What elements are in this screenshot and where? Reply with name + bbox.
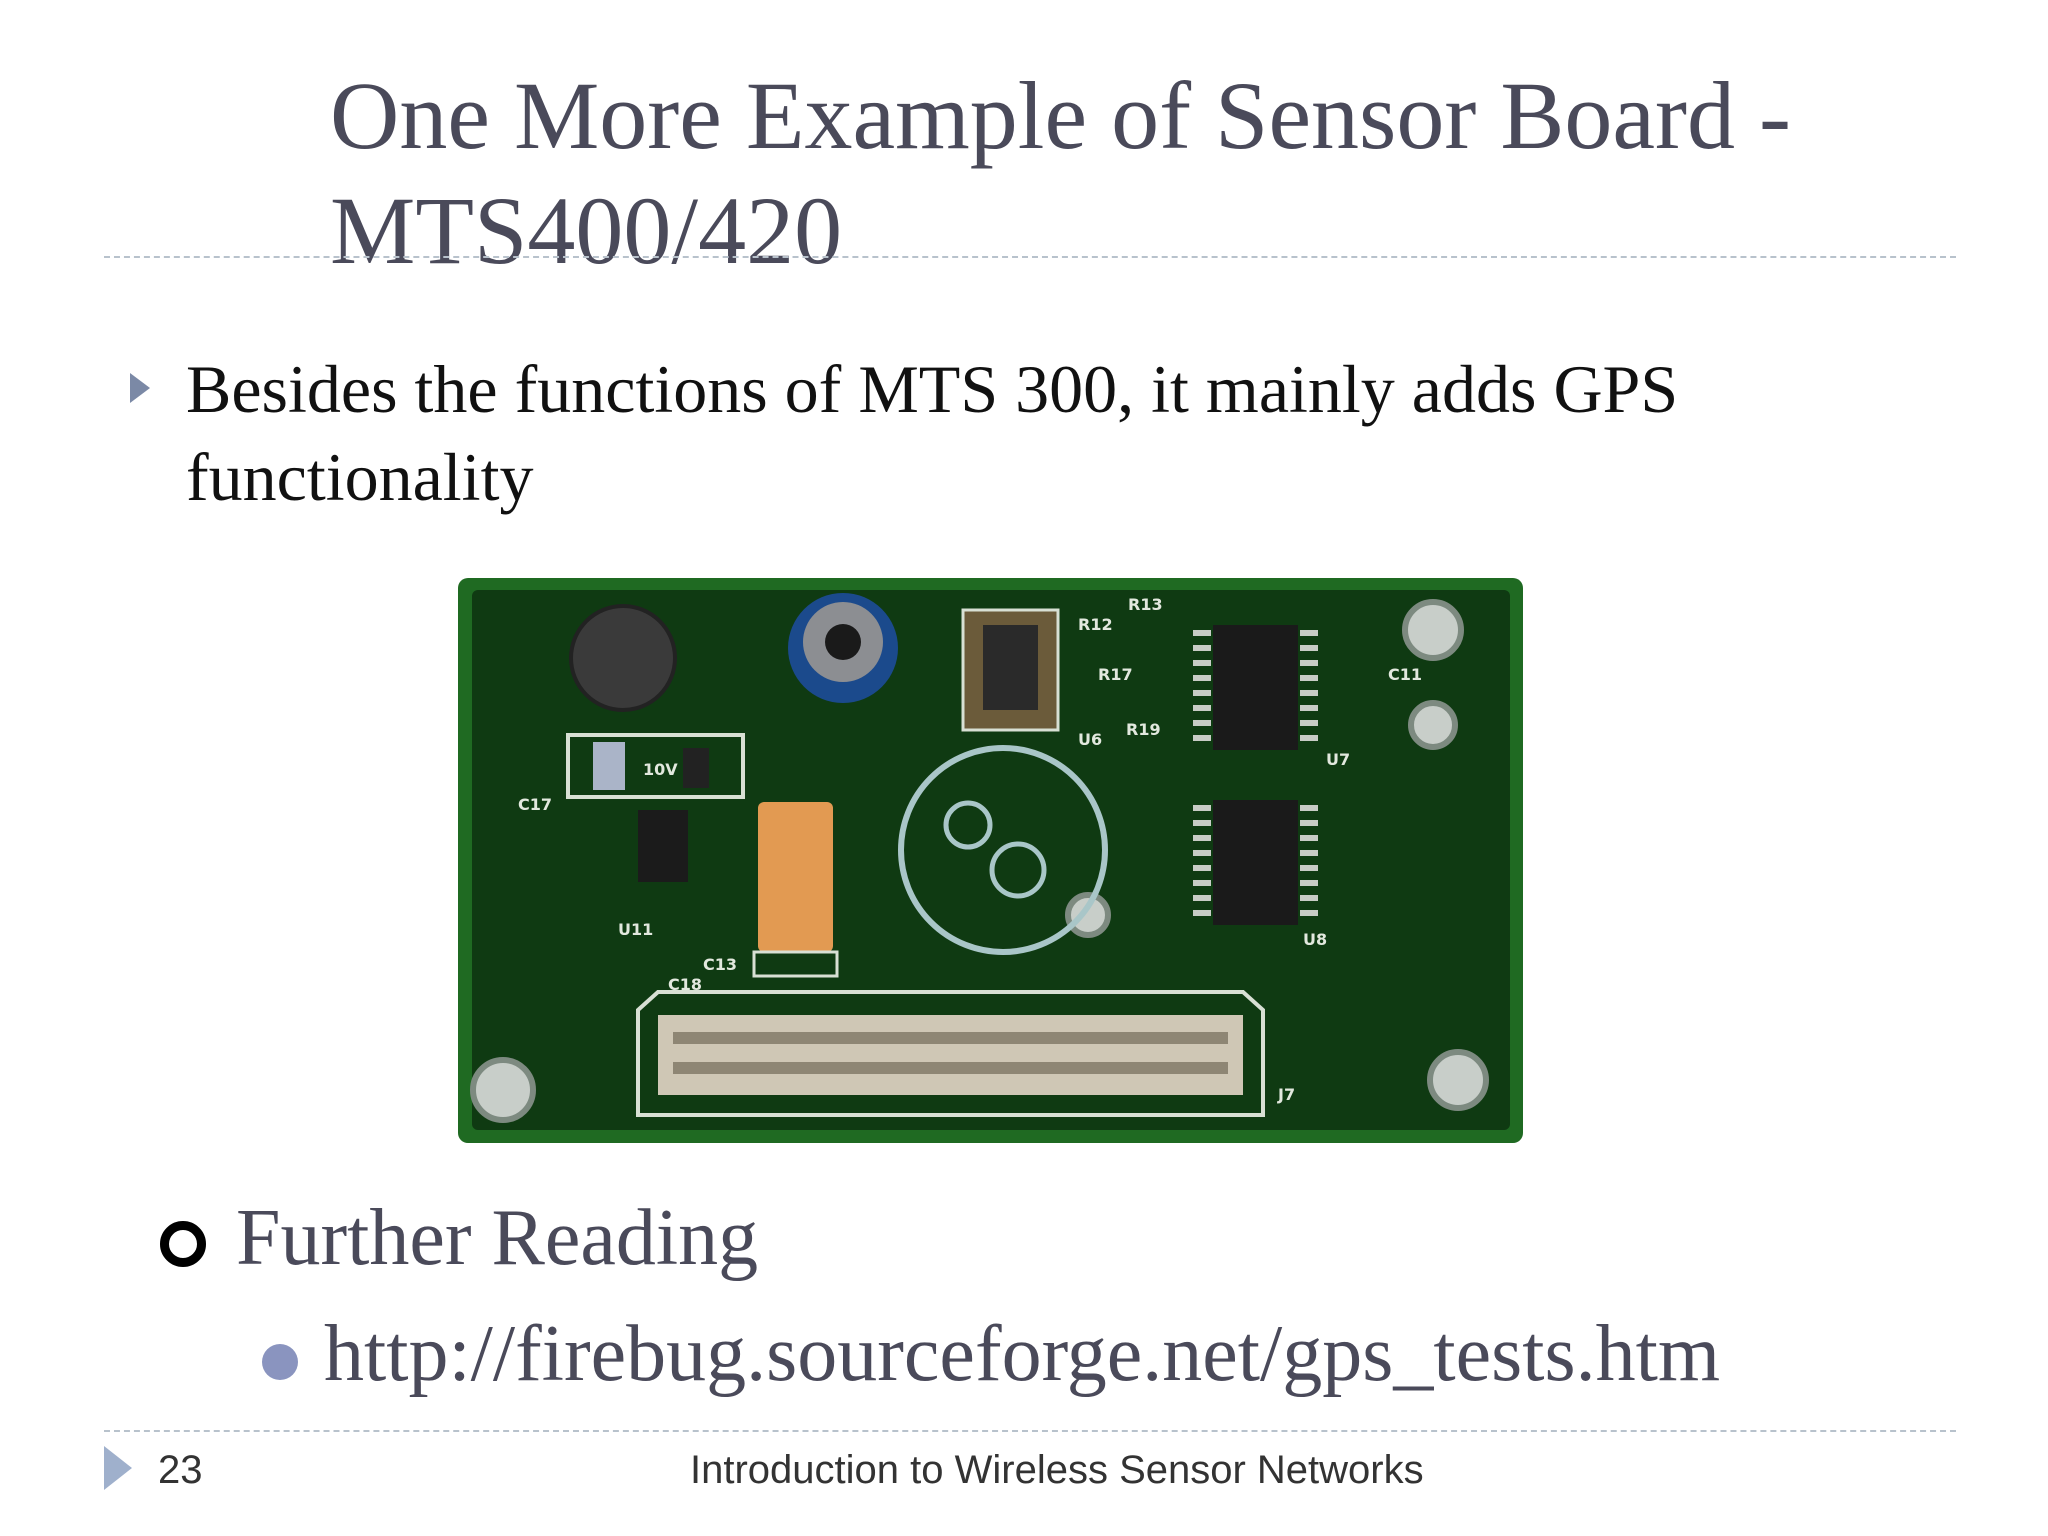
bullet-item: Besides the functions of MTS 300, it mai… — [130, 345, 1930, 521]
dot-bullet-icon — [262, 1344, 298, 1380]
further-reading-heading: Further Reading — [160, 1188, 758, 1288]
label-c11: C11 — [1388, 665, 1422, 684]
tantalum-capacitor — [758, 802, 833, 952]
inductor — [569, 604, 677, 712]
slide-title: One More Example of Sensor Board - MTS40… — [330, 62, 1791, 284]
label-u6: U6 — [1078, 730, 1102, 749]
footer-arrow-icon — [104, 1446, 132, 1490]
board-connector — [658, 1015, 1243, 1095]
label-r13: R13 — [1128, 595, 1163, 614]
label-10v: 10V — [643, 760, 678, 779]
label-u11: U11 — [618, 920, 653, 939]
label-c13: C13 — [703, 955, 737, 974]
label-r17: R17 — [1098, 665, 1133, 684]
title-divider — [104, 256, 1956, 258]
ic-u8 — [1213, 800, 1298, 925]
page-number: 23 — [158, 1448, 203, 1492]
further-reading-label: Further Reading — [236, 1194, 759, 1282]
circle-bullet-icon — [160, 1221, 206, 1267]
sensor-board-image: C17 U11 C13 C18 J7 U6 U7 U8 C11 R12 R13 … — [458, 578, 1523, 1143]
mounting-holes — [470, 599, 1489, 1123]
footer-title: Introduction to Wireless Sensor Networks — [690, 1448, 1424, 1492]
label-u7: U7 — [1326, 750, 1350, 769]
triangle-bullet-icon — [130, 373, 150, 403]
link-text: http://firebug.sourceforge.net/gps_tests… — [324, 1310, 1721, 1398]
footer-divider — [104, 1430, 1956, 1432]
board-logo — [898, 745, 1108, 955]
label-r12: R12 — [1078, 615, 1113, 634]
label-u8: U8 — [1303, 930, 1327, 949]
ic-u7 — [1213, 625, 1298, 750]
bullet-text: Besides the functions of MTS 300, it mai… — [186, 351, 1679, 515]
label-r19: R19 — [1126, 720, 1161, 739]
connector-outline — [636, 990, 1265, 1117]
label-c18: C18 — [668, 975, 702, 994]
label-c17: C17 — [518, 795, 552, 814]
label-j7: J7 — [1277, 1085, 1295, 1104]
gps-tests-link[interactable]: http://firebug.sourceforge.net/gps_tests… — [262, 1304, 1720, 1404]
